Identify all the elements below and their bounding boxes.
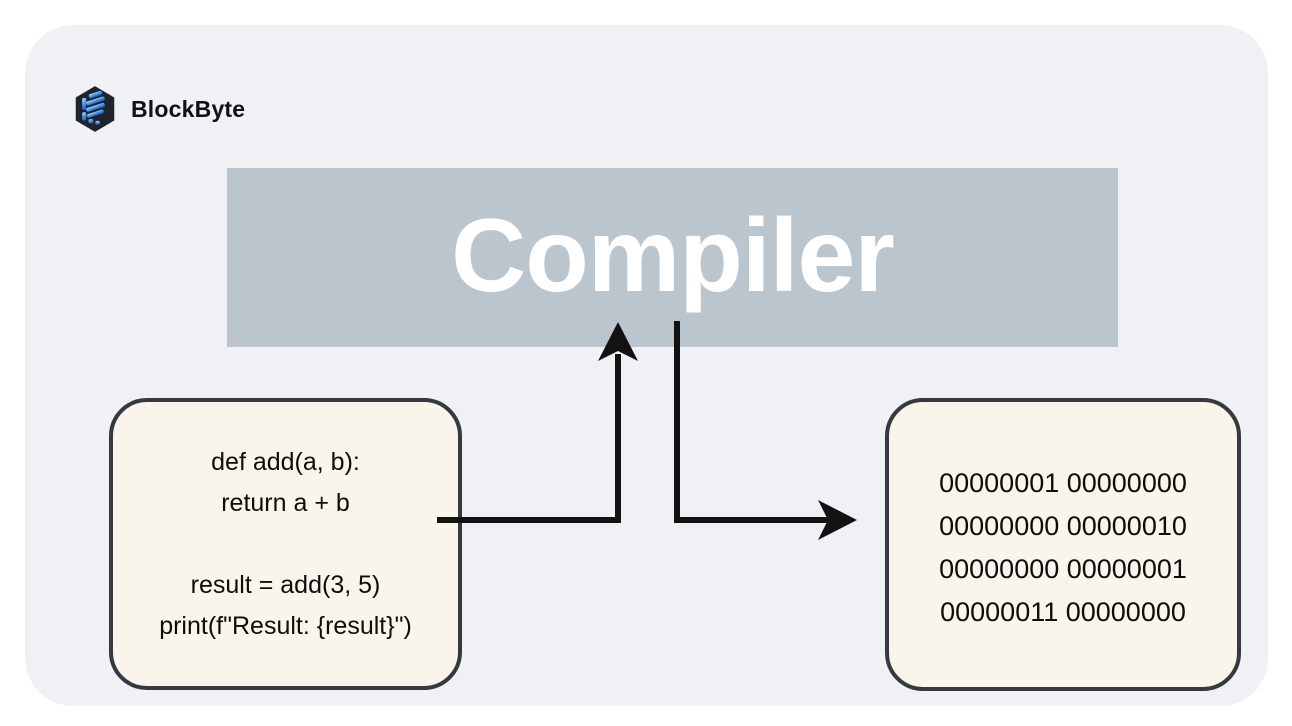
- source-code-box: def add(a, b): return a + b result = add…: [109, 398, 462, 690]
- binary-line: 00000001 00000000: [939, 467, 1187, 498]
- blockbyte-logo-icon: [75, 86, 115, 132]
- diagram-panel: BlockByte Compiler def add(a, b): return…: [25, 25, 1268, 706]
- binary-line: 00000011 00000000: [940, 596, 1186, 627]
- code-line: return a + b: [221, 488, 350, 517]
- compiler-box: Compiler: [227, 168, 1118, 347]
- brand: BlockByte: [73, 85, 245, 133]
- code-line: result = add(3, 5): [190, 570, 381, 599]
- code-line: print(f"Result: {result}"): [159, 611, 412, 640]
- binary-output-box: 00000001 00000000 00000000 00000010 0000…: [885, 398, 1241, 691]
- binary-line: 00000000 00000001: [939, 553, 1187, 584]
- binary-line: 00000000 00000010: [939, 510, 1187, 541]
- code-line: def add(a, b):: [211, 447, 360, 476]
- brand-name: BlockByte: [131, 95, 246, 122]
- compiler-label: Compiler: [451, 197, 895, 314]
